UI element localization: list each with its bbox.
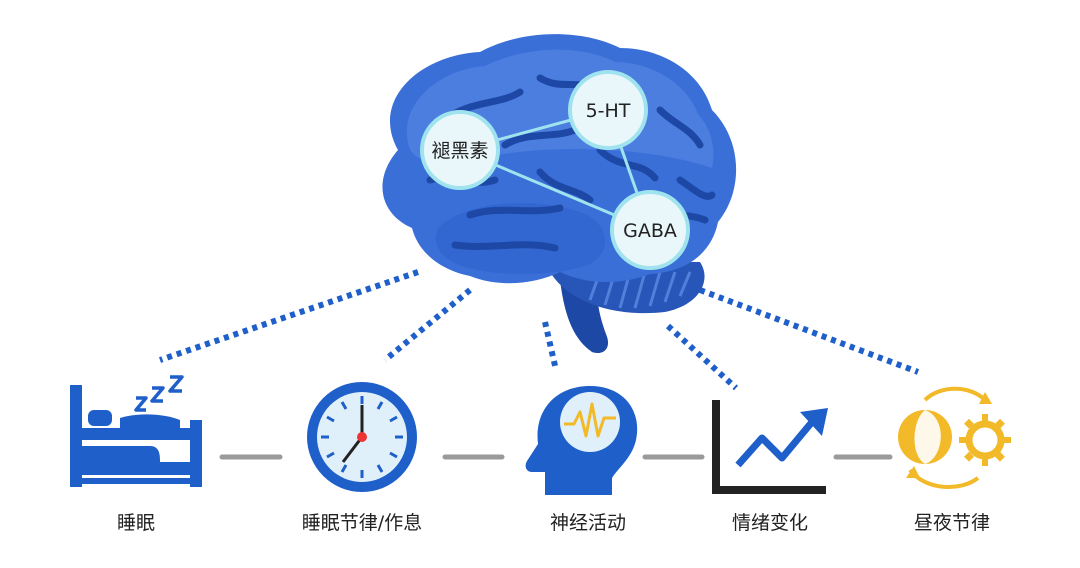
node-gaba: GABA xyxy=(610,190,690,270)
dotted-link-mood xyxy=(665,323,739,391)
brain-icon: 褪黑素 5-HT GABA xyxy=(382,34,737,354)
temporal-lobe xyxy=(435,202,606,275)
label-sleep: 睡眠 xyxy=(116,512,156,534)
brain-folds xyxy=(426,74,716,252)
clock-icon xyxy=(307,382,417,492)
node-serotonin-label: 5-HT xyxy=(586,100,631,122)
trend-up-chart-icon xyxy=(712,400,828,494)
label-schedule: 睡眠节律/作息 xyxy=(301,512,423,534)
head-brainwave-icon xyxy=(525,386,638,495)
node-serotonin: 5-HT xyxy=(568,70,648,150)
label-neural: 神经活动 xyxy=(549,512,627,534)
node-gaba-label: GABA xyxy=(623,220,677,242)
dotted-link-schedule xyxy=(383,287,472,363)
label-circadian: 昼夜节律 xyxy=(913,512,991,534)
dotted-links xyxy=(159,269,920,391)
dotted-link-neural xyxy=(542,321,559,371)
node-melatonin: 褪黑素 xyxy=(420,110,500,190)
dotted-link-sleep xyxy=(159,269,419,363)
node-melatonin-label: 褪黑素 xyxy=(431,140,488,162)
dotted-link-circadian xyxy=(698,287,920,375)
sleeping-bed-zzz-icon xyxy=(70,375,202,487)
label-mood: 情绪变化 xyxy=(731,512,809,534)
cerebellum-stripes xyxy=(588,271,692,309)
day-night-cycle-icon xyxy=(898,386,1011,489)
